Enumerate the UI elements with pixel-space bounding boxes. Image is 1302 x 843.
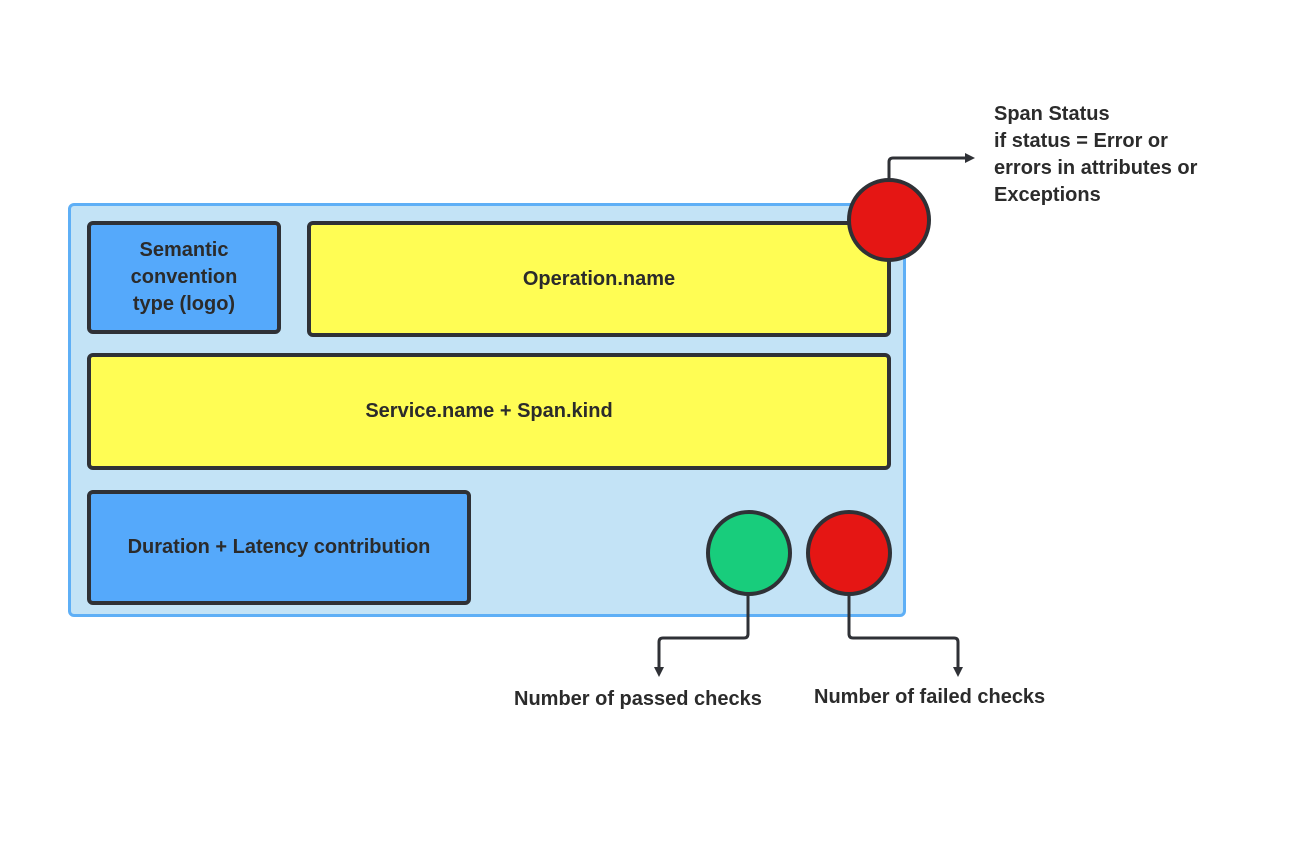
failed-checks-annotation: Number of failed checks (814, 686, 1046, 708)
status-arrow (887, 153, 975, 180)
failed-checks-indicator (806, 510, 892, 596)
status-line-2: if status = Error or (994, 130, 1168, 152)
duration-label: Duration + Latency contribution (127, 536, 431, 558)
status-line-4: Exceptions (994, 184, 1101, 206)
operation-name-label: Operation.name (522, 267, 676, 290)
service-name-label: Service.name + Span.kind (365, 400, 613, 422)
status-line-1: Span Status (994, 103, 1110, 125)
service-name-box: Service.name + Span.kind (87, 353, 891, 470)
passed-checks-annotation: Number of passed checks (514, 688, 762, 710)
span-status-annotation: Span Status if status = Error or errors … (994, 101, 1197, 209)
operation-name-box: Operation.name (307, 221, 891, 337)
passed-checks-indicator (706, 510, 792, 596)
duration-box: Duration + Latency contribution (87, 490, 471, 605)
semantic-line-3: type (logo) (132, 293, 236, 315)
semantic-line-1: Semantic (139, 239, 229, 261)
semantic-convention-box: Semantic convention type (logo) (87, 221, 281, 334)
semantic-line-2: convention (130, 266, 238, 288)
span-status-indicator (847, 178, 931, 262)
status-line-3: errors in attributes or (994, 157, 1198, 179)
